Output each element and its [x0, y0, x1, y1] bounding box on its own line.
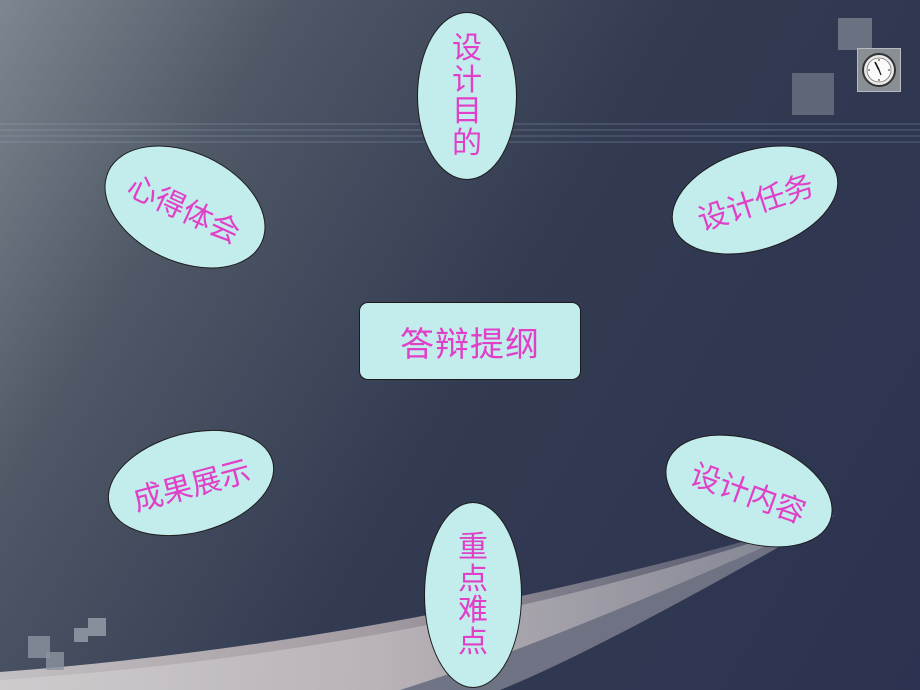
- bottom-swoop: [0, 515, 835, 690]
- node-task-label: 设计任务: [693, 168, 819, 239]
- node-purpose: 设计目的: [417, 12, 517, 180]
- decor-square: [74, 628, 88, 642]
- node-content-label: 设计内容: [685, 457, 811, 532]
- center-label: 答辩提纲: [400, 324, 540, 365]
- node-purpose-label: 设计目的: [452, 31, 482, 161]
- clock-icon: [862, 53, 896, 87]
- node-results-label: 成果展示: [129, 453, 255, 519]
- center-node: 答辩提纲: [359, 302, 581, 380]
- decor-square: [838, 18, 872, 50]
- node-experience-label: 心得体会: [121, 168, 246, 252]
- node-difficulty: 重点难点: [424, 502, 522, 688]
- decor-square: [792, 73, 834, 115]
- decor-square: [46, 652, 64, 670]
- decor-square: [88, 618, 106, 636]
- node-difficulty-label: 重点难点: [458, 530, 488, 660]
- decor-square: [28, 636, 50, 658]
- clock-button[interactable]: [857, 48, 901, 92]
